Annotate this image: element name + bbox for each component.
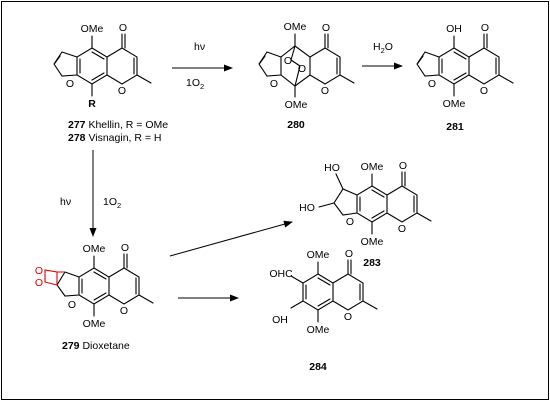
atom-ome: OMe <box>83 318 106 330</box>
label-279: 279 Dioxetane <box>62 340 130 352</box>
label-281: 281 <box>446 121 464 133</box>
atom-o: O <box>344 311 352 323</box>
atom-o: O <box>284 55 292 67</box>
arrow-279-to-283 <box>169 220 293 257</box>
atom-oh: OH <box>272 314 288 326</box>
atom-ome: OMe <box>81 23 104 35</box>
atom-o: O <box>35 277 43 289</box>
label-283: 283 <box>363 257 381 269</box>
atom-ho: HO <box>299 202 315 214</box>
reagent-singlet-oxygen: 1O2 <box>186 77 204 91</box>
atom-o: O <box>480 85 488 97</box>
atom-o: O <box>321 85 329 97</box>
atom-ome: OMe <box>284 21 307 33</box>
structure-277-278: OMe O O O R <box>53 22 152 110</box>
atom-o: O <box>399 160 407 172</box>
atom-o: O <box>68 299 76 311</box>
structure-284: OMe O O OHC OH OMe <box>269 248 378 336</box>
atom-o: O <box>398 223 406 235</box>
atom-o: O <box>481 22 489 34</box>
label-277: 277 Khellin, R = OMe <box>68 119 168 131</box>
atom-o: O <box>322 22 330 34</box>
atom-o: O <box>270 78 278 90</box>
atom-o: O <box>298 63 306 75</box>
reagent-singlet-oxygen: 1O2 <box>103 196 121 210</box>
atom-o: O <box>66 78 74 90</box>
label-284: 284 <box>309 361 327 373</box>
structure-283: OMe O O O HO HO OMe <box>299 160 432 248</box>
reagent-hv: hν <box>60 196 71 208</box>
atom-o: O <box>428 78 436 90</box>
atom-ome: OMe <box>361 161 384 173</box>
atom-o: O <box>119 22 127 34</box>
label-280: 280 <box>287 119 305 131</box>
atom-o: O <box>118 85 126 97</box>
structure-280: O O OMe OMe O O O <box>258 21 355 111</box>
structure-279: O O OMe O O O OMe <box>35 242 154 330</box>
atom-ome: OMe <box>307 249 330 261</box>
atom-ohc: OHC <box>269 268 293 280</box>
label-278: 278 Visnagin, R = H <box>68 132 162 144</box>
atom-oh: OH <box>446 23 462 35</box>
atom-o: O <box>120 305 128 317</box>
atom-ome: OMe <box>285 99 308 111</box>
atom-o: O <box>346 216 354 228</box>
atom-o: O <box>345 248 353 260</box>
atom-ome: OMe <box>83 243 106 255</box>
atom-ho: HO <box>324 162 340 174</box>
atom-ome: OMe <box>361 236 384 248</box>
atom-ome: OMe <box>307 324 330 336</box>
reagent-hv: hν <box>194 41 205 53</box>
reagent-water: H2O <box>373 41 393 55</box>
atom-ome: OMe <box>443 98 466 110</box>
structure-281: OH O O O OMe <box>416 22 514 110</box>
atom-o: O <box>35 265 43 277</box>
atom-r: R <box>88 98 96 110</box>
atom-o: O <box>121 242 129 254</box>
